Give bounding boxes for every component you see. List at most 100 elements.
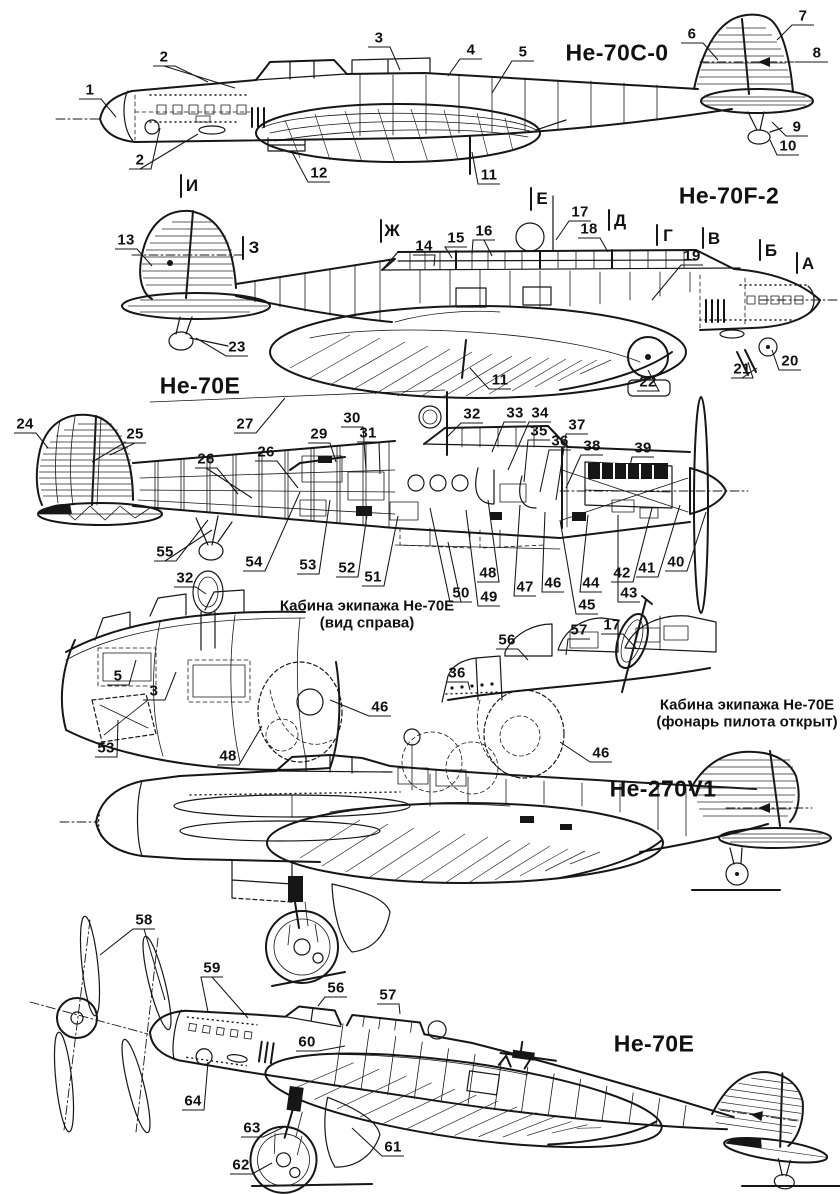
callout-36: 36 [551,432,569,450]
leader-line [144,929,165,1000]
callout-60: 60 [298,1033,316,1051]
leader-line [618,515,640,602]
callout-2: 2 [159,48,169,66]
callout-3: 3 [374,29,384,47]
leader-line [540,450,571,492]
callout-54: 54 [245,553,263,571]
callout-53: 53 [97,739,115,757]
section-marker-В: В [707,229,721,248]
callout-10: 10 [779,137,797,155]
he-270v1-side-view [60,729,832,986]
leader-line [79,99,116,117]
leader-line [630,457,654,466]
leader-line [143,672,176,700]
leader-line [665,512,706,571]
leader-line [508,422,551,470]
callout-53: 53 [299,556,317,574]
caption-line: (вид справа) [319,614,415,632]
leader-line [524,440,550,482]
leader-line [413,255,435,266]
leader-line [164,66,235,88]
leader-line [556,434,588,500]
callout-32: 32 [176,569,194,587]
callout-34: 34 [531,404,549,422]
drawing-title: He-270V1 [609,775,717,802]
cabin-detail-side [62,571,342,770]
caption-line: Кабина экипажа He-70E [659,696,835,714]
callout-46: 46 [544,574,562,592]
drawing-title: He-70E [613,1030,695,1057]
he-70c-0-side-view [56,15,813,174]
callout-62: 62 [232,1156,250,1174]
he-70e-cutaway [37,390,748,613]
section-marker-А: А [801,254,815,273]
callout-49: 49 [480,588,498,606]
leader-line [153,66,208,82]
callout-39: 39 [634,439,652,457]
leader-line [652,265,703,300]
callout-17: 17 [571,203,589,221]
callout-26: 26 [197,450,215,468]
leader-line [772,350,801,370]
callout-23: 23 [228,338,246,356]
leader-line [297,500,330,574]
callout-45: 45 [578,596,596,614]
callout-13: 13 [117,231,135,249]
leader-line [154,520,208,561]
leader-line [196,338,248,356]
callout-37: 37 [568,416,586,434]
callout-27: 27 [236,415,254,433]
callout-9: 9 [792,118,802,136]
callout-38: 38 [583,437,601,455]
leader-line [341,427,366,470]
leader-line [377,1004,400,1014]
leader-line [115,249,152,266]
section-marker-Г: Г [663,226,673,245]
leader-line [580,515,602,592]
callout-33: 33 [506,404,524,422]
leader-line [496,649,528,660]
leader-line [292,152,330,182]
leader-line [742,368,757,378]
leader-line [201,977,223,1012]
callout-56: 56 [498,631,516,649]
section-marker-Е: Е [536,189,548,208]
callout-55: 55 [156,543,174,561]
leader-line [466,510,500,606]
leader-line [770,140,799,155]
leader-line [445,247,467,258]
leader-line [492,422,526,452]
section-marker-Ж: Ж [384,221,400,240]
leader-line [243,492,300,571]
callout-40: 40 [667,553,685,571]
leader-line [330,700,391,716]
leader-line [681,43,718,60]
leader-line [560,520,598,614]
leader-line [165,530,212,561]
callout-61: 61 [384,1138,402,1156]
callout-63: 63 [243,1119,261,1137]
leader-line [578,238,608,252]
callout-44: 44 [582,574,600,592]
callout-52: 52 [338,559,356,577]
leader-line [636,505,680,577]
callout-17: 17 [603,616,621,634]
callout-7: 7 [798,7,808,25]
he-70f-2-side-view [122,175,838,398]
leader-line [368,47,400,70]
callout-41: 41 [638,559,656,577]
callout-24: 24 [16,415,34,433]
leader-line [206,468,252,498]
callout-35: 35 [530,422,548,440]
callout-19: 19 [683,247,701,265]
callout-2: 2 [135,151,145,169]
leader-line [195,468,238,494]
section-marker-Б: Б [764,241,778,260]
leader-line [129,128,160,169]
leader-line [107,660,136,685]
drawing-title: He-70F-2 [678,182,780,209]
drawing-title: He-70E [159,372,241,399]
callout-46: 46 [592,744,610,762]
leader-line [352,1128,404,1156]
leader-line [448,423,483,436]
